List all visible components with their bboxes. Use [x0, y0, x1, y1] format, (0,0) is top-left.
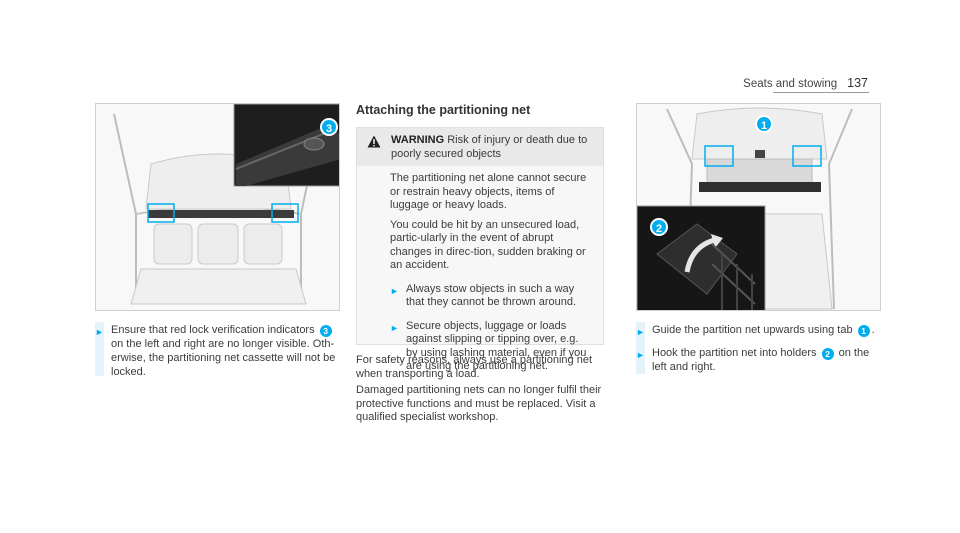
left-step-text-before: Ensure that red lock verification indica…	[111, 324, 315, 336]
step-arrow-icon: ►	[636, 327, 645, 337]
warning-step-2-text: Secure objects, luggage or loads against…	[406, 319, 587, 373]
step-arrow-icon: ►	[390, 322, 399, 333]
warning-label: WARNING	[391, 134, 445, 146]
step-arrow-icon: ►	[636, 350, 645, 360]
right-step-1-callout: 1	[857, 325, 870, 337]
left-step-text-after: on the left and right are no longer visi…	[111, 338, 336, 378]
right-step-1: ► Guide the partition net upwards using …	[636, 323, 886, 339]
warning-body: The partitioning net alone cannot secure…	[357, 166, 603, 374]
warning-paragraph-1: The partitioning net alone cannot secure…	[390, 172, 587, 211]
section-title: Seats and stowing	[743, 78, 838, 90]
paragraph-damaged-nets: Damaged partitioning nets can no longer …	[356, 384, 602, 423]
header-rule	[773, 92, 869, 93]
right-step-1-text-before: Guide the partition net upwards using ta…	[652, 324, 853, 336]
warning-header: WARNING Risk of injury or death due to p…	[357, 128, 603, 166]
page-number: 137	[847, 76, 868, 90]
warning-triangle-icon	[367, 134, 391, 166]
warning-headline: Risk of injury or death due to poorly se…	[391, 134, 588, 160]
figure2-callout-2: 2	[650, 218, 668, 236]
section-heading: Attaching the partitioning net	[356, 103, 531, 117]
right-step-2-callout: 2	[821, 348, 834, 360]
paragraph-safety: For safety reasons, always use a partiti…	[356, 354, 593, 380]
right-step-bar	[636, 322, 645, 374]
figure-trunk-lock-indicators	[95, 103, 340, 311]
warning-box: WARNING Risk of injury or death due to p…	[356, 127, 604, 372]
right-step-2: ► Hook the partition net into holders 2 …	[636, 346, 886, 374]
warning-step-1: ► Always stow objects in such a way that…	[390, 283, 593, 310]
right-step-2-text-after: on the left and right.	[652, 347, 870, 373]
page-header: Seats and stowing 137	[743, 76, 868, 90]
step-arrow-icon: ►	[390, 285, 399, 296]
warning-step-2: ► Secure objects, luggage or loads again…	[390, 320, 593, 374]
left-step-callout: 3	[319, 325, 332, 337]
left-step-bar	[95, 322, 104, 376]
warning-paragraph-2: You could be hit by an unsecured load, p…	[390, 218, 586, 272]
figure2-callout-1: 1	[755, 115, 773, 133]
figure1-callout-3: 3	[320, 118, 338, 136]
figure-partition-net	[636, 103, 881, 311]
left-step: ► Ensure that red lock verification indi…	[95, 323, 345, 379]
right-step-1-text-after: .	[871, 324, 875, 336]
right-step-2-text-before: Hook the partition net into holders	[652, 347, 817, 359]
warning-step-1-text: Always stow objects in such a way that t…	[406, 282, 577, 309]
step-arrow-icon: ►	[95, 327, 104, 337]
